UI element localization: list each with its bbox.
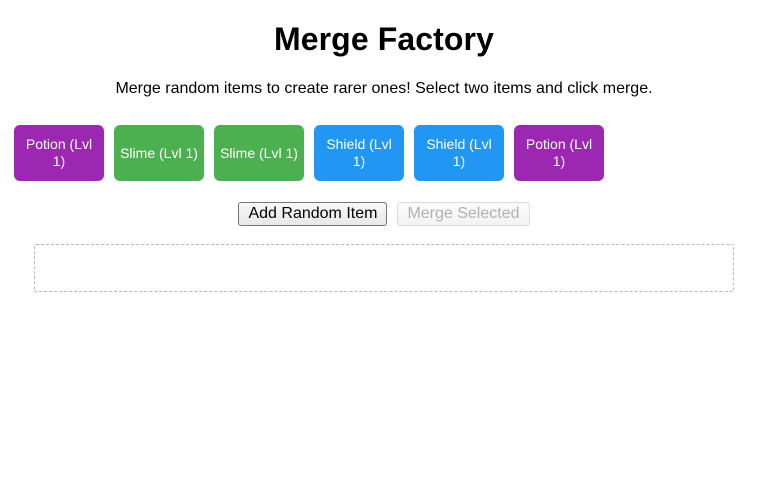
inventory-item-label: Slime (Lvl 1) [120,144,198,161]
inventory-item-label: Potion (Lvl 1) [525,136,593,169]
inventory-item-label: Slime (Lvl 1) [220,144,298,161]
page-subtitle: Merge random items to create rarer ones!… [115,80,653,97]
inventory-item-label: Shield (Lvl 1) [326,136,392,169]
inventory-item-label: Shield (Lvl 1) [426,136,492,169]
add-random-item-button[interactable]: Add Random Item [238,202,388,226]
inventory-item-card[interactable]: Potion (Lvl 1) [514,125,604,181]
inventory-item-card[interactable]: Potion (Lvl 1) [14,125,104,181]
controls-row: Add Random Item Merge Selected [8,202,760,226]
inventory-item-card[interactable]: Shield (Lvl 1) [314,125,404,181]
page-title: Merge Factory [273,21,495,57]
inventory-item-card[interactable]: Shield (Lvl 1) [414,125,504,181]
inventory-item-list: Potion (Lvl 1) Slime (Lvl 1) Slime (Lvl 1)… [8,125,760,191]
merge-selected-button[interactable]: Merge Selected [397,202,530,226]
merge-drop-zone[interactable] [34,244,734,292]
inventory-item-card[interactable]: Slime (Lvl 1) [214,125,304,181]
inventory-item-label: Potion (Lvl 1) [25,136,93,169]
inventory-item-card[interactable]: Slime (Lvl 1) [114,125,204,181]
